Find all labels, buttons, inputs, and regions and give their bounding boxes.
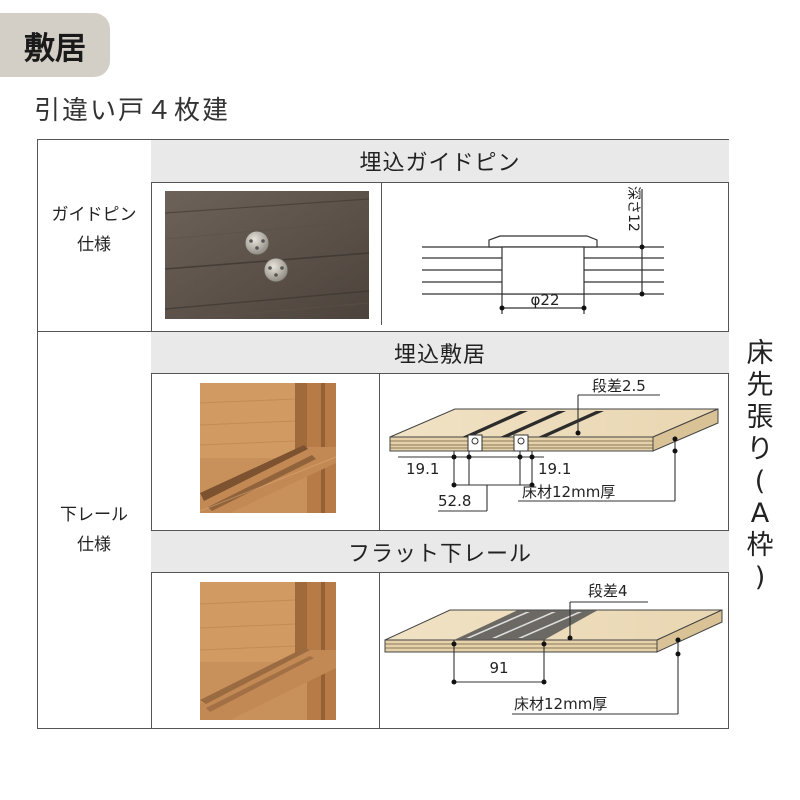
row-label-guide-pin-line1: ガイドピン	[51, 205, 137, 225]
side-note-char: )	[754, 562, 766, 593]
side-note-char: り	[746, 434, 774, 465]
dim-floor-thickness: 床材12mm厚	[522, 483, 615, 501]
photo-flat-rail	[200, 582, 336, 720]
dim-depth: 深さ12	[625, 186, 641, 232]
side-note-char: 張	[746, 402, 774, 433]
dim-width-91: 91	[489, 659, 508, 677]
diagram-guide-pin: φ22 深さ12	[382, 184, 728, 330]
row-label-guide-pin-line2: 仕様	[77, 235, 111, 255]
header-embedded-sill-text: 埋込敷居	[393, 342, 486, 368]
row-label-lower-rail: 下レール 仕様	[37, 500, 151, 560]
header-guide-pin-text: 埋込ガイドピン	[359, 151, 521, 176]
dim-step-4: 段差4	[588, 582, 628, 600]
row-label-lower-rail-line1: 下レール	[60, 505, 128, 525]
dim-floor-thickness-flat: 床材12mm厚	[514, 695, 607, 713]
header-flat-rail-text: フラット下レール	[347, 541, 532, 567]
row-label-lower-rail-line2: 仕様	[77, 535, 111, 555]
diagram-embedded-sill: 段差2.5 19.1 19.1 52.8 床材12mm厚	[380, 375, 728, 529]
section-title: 敷居	[24, 30, 86, 67]
header-guide-pin: 埋込ガイドピン	[151, 139, 729, 183]
table-divider-label	[151, 139, 152, 729]
side-note-char: A	[750, 498, 770, 529]
header-flat-rail: フラット下レール	[151, 530, 729, 573]
side-note-char: 先	[746, 370, 774, 401]
side-note-char: 床	[746, 338, 774, 369]
side-note-char: 枠	[746, 530, 774, 561]
dim-diameter: φ22	[531, 291, 560, 309]
photo-embedded-sill	[200, 383, 336, 513]
subtitle: 引違い戸４枚建	[34, 96, 231, 126]
dim-step-2-5: 段差2.5	[592, 377, 646, 395]
header-embedded-sill: 埋込敷居	[151, 331, 729, 374]
dim-left-19-1: 19.1	[406, 460, 439, 478]
table-divider-row2	[379, 374, 380, 530]
photo-guide-pin	[165, 191, 369, 319]
section-title-badge: 敷居	[0, 13, 110, 77]
dim-total-52-8: 52.8	[438, 492, 471, 510]
guide-pin-icon	[244, 230, 289, 283]
side-note-floor-lay: 床 先 張 り ( A 枠 )	[740, 338, 780, 594]
table-divider-row1	[381, 183, 382, 325]
dim-right-19-1: 19.1	[538, 460, 571, 478]
table-divider-row3	[379, 573, 380, 729]
diagram-flat-rail: 段差4 91 床材12mm厚	[380, 574, 728, 728]
row-label-guide-pin: ガイドピン 仕様	[37, 200, 151, 260]
side-note-char: (	[754, 466, 766, 497]
